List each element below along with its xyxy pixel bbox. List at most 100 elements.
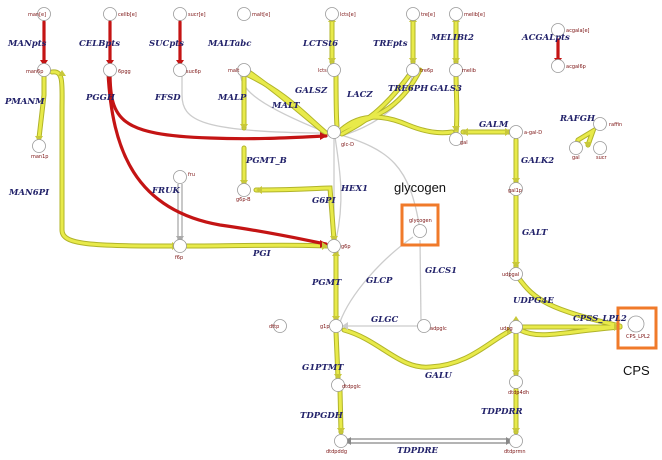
rx-CPSS_LPL2[interactable]: CPSS_LPL2 xyxy=(573,314,627,324)
label-dtdprmn: dtdprmn xyxy=(504,449,526,455)
rx-FRUK[interactable]: FRUK xyxy=(151,186,181,196)
rx-PMANM[interactable]: PMANM xyxy=(4,97,45,107)
label-melib: melib xyxy=(462,68,476,74)
node-dttp[interactable] xyxy=(273,319,287,333)
node-g6p[interactable] xyxy=(327,239,341,253)
node-udpgal[interactable] xyxy=(509,267,523,281)
label-udpg: udpg xyxy=(500,326,513,332)
rx-GLCS1[interactable]: GLCS1 xyxy=(425,266,457,276)
edge-pggh-glc xyxy=(108,70,328,141)
label-glycogen: glycogen xyxy=(409,218,432,224)
rx-RAFGH[interactable]: RAFGH xyxy=(559,114,596,124)
rx-PGI[interactable]: PGI xyxy=(252,249,272,259)
arrow-g6pb xyxy=(240,180,248,186)
arrow-g6pi-left xyxy=(256,186,262,194)
rx-GLGC[interactable]: GLGC xyxy=(371,315,398,325)
node-dtdpddg[interactable] xyxy=(334,434,348,448)
annotation-glycogen: glycogen xyxy=(394,180,446,195)
rx-MALP[interactable]: MALP xyxy=(217,93,247,103)
edge-cpss-lpl2-b xyxy=(518,325,622,337)
node-adpglc[interactable] xyxy=(417,319,431,333)
rx-G1PTMT[interactable]: G1PTMT xyxy=(302,363,344,373)
rx-GALM[interactable]: GALM xyxy=(479,120,509,130)
rx-UDPG4E[interactable]: UDPG4E xyxy=(513,296,554,306)
arrow-galm-left xyxy=(462,128,468,136)
rx-GALS3[interactable]: GALS3 xyxy=(430,84,462,94)
rx-TRE6PH[interactable]: TRE6PH xyxy=(388,84,429,94)
label-melib-e: melib[e] xyxy=(464,12,485,18)
node-g6p-B[interactable] xyxy=(237,183,251,197)
rx-SUCpts[interactable]: SUCpts xyxy=(149,39,184,49)
label-g6p-B: g6p-B xyxy=(236,197,251,203)
arrow-man6p-up xyxy=(58,70,66,76)
rx-TDPGDH[interactable]: TDPGDH xyxy=(300,411,344,421)
node-melib-e[interactable] xyxy=(449,7,463,21)
node-udpg[interactable] xyxy=(509,320,523,334)
node-man6p[interactable] xyxy=(37,63,51,77)
node-suc6p[interactable] xyxy=(173,63,187,77)
rx-TDPDRR[interactable]: TDPDRR xyxy=(481,407,523,417)
rx-CELBpts[interactable]: CELBpts xyxy=(79,39,120,49)
node-g1p[interactable] xyxy=(329,319,343,333)
node-man-e[interactable] xyxy=(37,7,51,21)
rx-GALK2[interactable]: GALK2 xyxy=(521,156,554,166)
label-man-e: man[e] xyxy=(28,12,46,18)
rx-MAN6PI[interactable]: MAN6PI xyxy=(8,188,50,198)
rx-GALU[interactable]: GALU xyxy=(425,371,452,381)
label-man1p: man1p xyxy=(31,154,48,160)
node-f6p[interactable] xyxy=(173,239,187,253)
node-man1p[interactable] xyxy=(32,139,46,153)
node-melib[interactable] xyxy=(449,63,463,77)
node-lcts[interactable] xyxy=(327,63,341,77)
rx-MANpts[interactable]: MANpts xyxy=(7,39,47,49)
node-CPS_LPL2[interactable] xyxy=(627,315,645,333)
node-tre-e[interactable] xyxy=(406,7,420,21)
node-malt[interactable] xyxy=(237,63,251,77)
rx-G6PI[interactable]: G6PI xyxy=(312,196,337,206)
node-glycogen[interactable] xyxy=(413,224,427,238)
rx-GALT[interactable]: GALT xyxy=(522,228,548,238)
rx-PGMT_B[interactable]: PGMT_B xyxy=(245,156,287,166)
rx-MALTabc[interactable]: MALTabc xyxy=(207,39,252,49)
node-gal[interactable] xyxy=(449,132,463,146)
rx-HEX1[interactable]: HEX1 xyxy=(340,184,368,194)
node-acgala-e[interactable] xyxy=(551,23,565,37)
node-6pgg[interactable] xyxy=(103,63,117,77)
arrow-dtdp4dh xyxy=(512,370,520,376)
node-dtdpglc[interactable] xyxy=(331,378,345,392)
edge-pggh-g6p xyxy=(106,70,328,246)
node-a-gal-D[interactable] xyxy=(509,125,523,139)
node-dtdp4dh[interactable] xyxy=(509,375,523,389)
rx-MELIBt2[interactable]: MELIBt2 xyxy=(430,33,474,43)
edge-pgi xyxy=(182,243,330,248)
rx-PGMT[interactable]: PGMT xyxy=(311,278,342,288)
node-malt-e[interactable] xyxy=(237,7,251,21)
node-dtdprmn[interactable] xyxy=(509,434,523,448)
rx-LCTSt6[interactable]: LCTSt6 xyxy=(302,39,338,49)
node-gal-raffinose[interactable] xyxy=(569,141,583,155)
rx-TDPDRE[interactable]: TDPDRE xyxy=(397,446,439,456)
rx-MALT[interactable]: MALT xyxy=(271,101,300,111)
node-cellb-e[interactable] xyxy=(103,7,117,21)
node-glc-D[interactable] xyxy=(327,125,341,139)
node-acgal6p[interactable] xyxy=(551,59,565,73)
label-sucr: sucr xyxy=(596,155,608,161)
rx-ACGALpts[interactable]: ACGALpts xyxy=(521,33,570,43)
label-gal-raffinose: gal xyxy=(572,155,580,161)
node-tre6p[interactable] xyxy=(406,63,420,77)
rx-TREpts[interactable]: TREpts xyxy=(373,39,408,49)
edge-gals3 xyxy=(454,70,459,134)
node-sucr-e[interactable] xyxy=(173,7,187,21)
node-gal1p[interactable] xyxy=(509,182,523,196)
node-fru[interactable] xyxy=(173,170,187,184)
node-raffin[interactable] xyxy=(593,117,607,131)
label-a-gal-D: a-gal-D xyxy=(524,130,542,136)
rx-GLCP[interactable]: GLCP xyxy=(366,276,393,286)
node-sucr[interactable] xyxy=(593,141,607,155)
rx-LACZ[interactable]: LACZ xyxy=(346,90,373,100)
node-lcts-e[interactable] xyxy=(325,7,339,21)
rx-GALSZ[interactable]: GALSZ xyxy=(295,86,328,96)
rx-PGGH[interactable]: PGGH xyxy=(85,93,116,103)
rx-FFSD[interactable]: FFSD xyxy=(154,93,181,103)
